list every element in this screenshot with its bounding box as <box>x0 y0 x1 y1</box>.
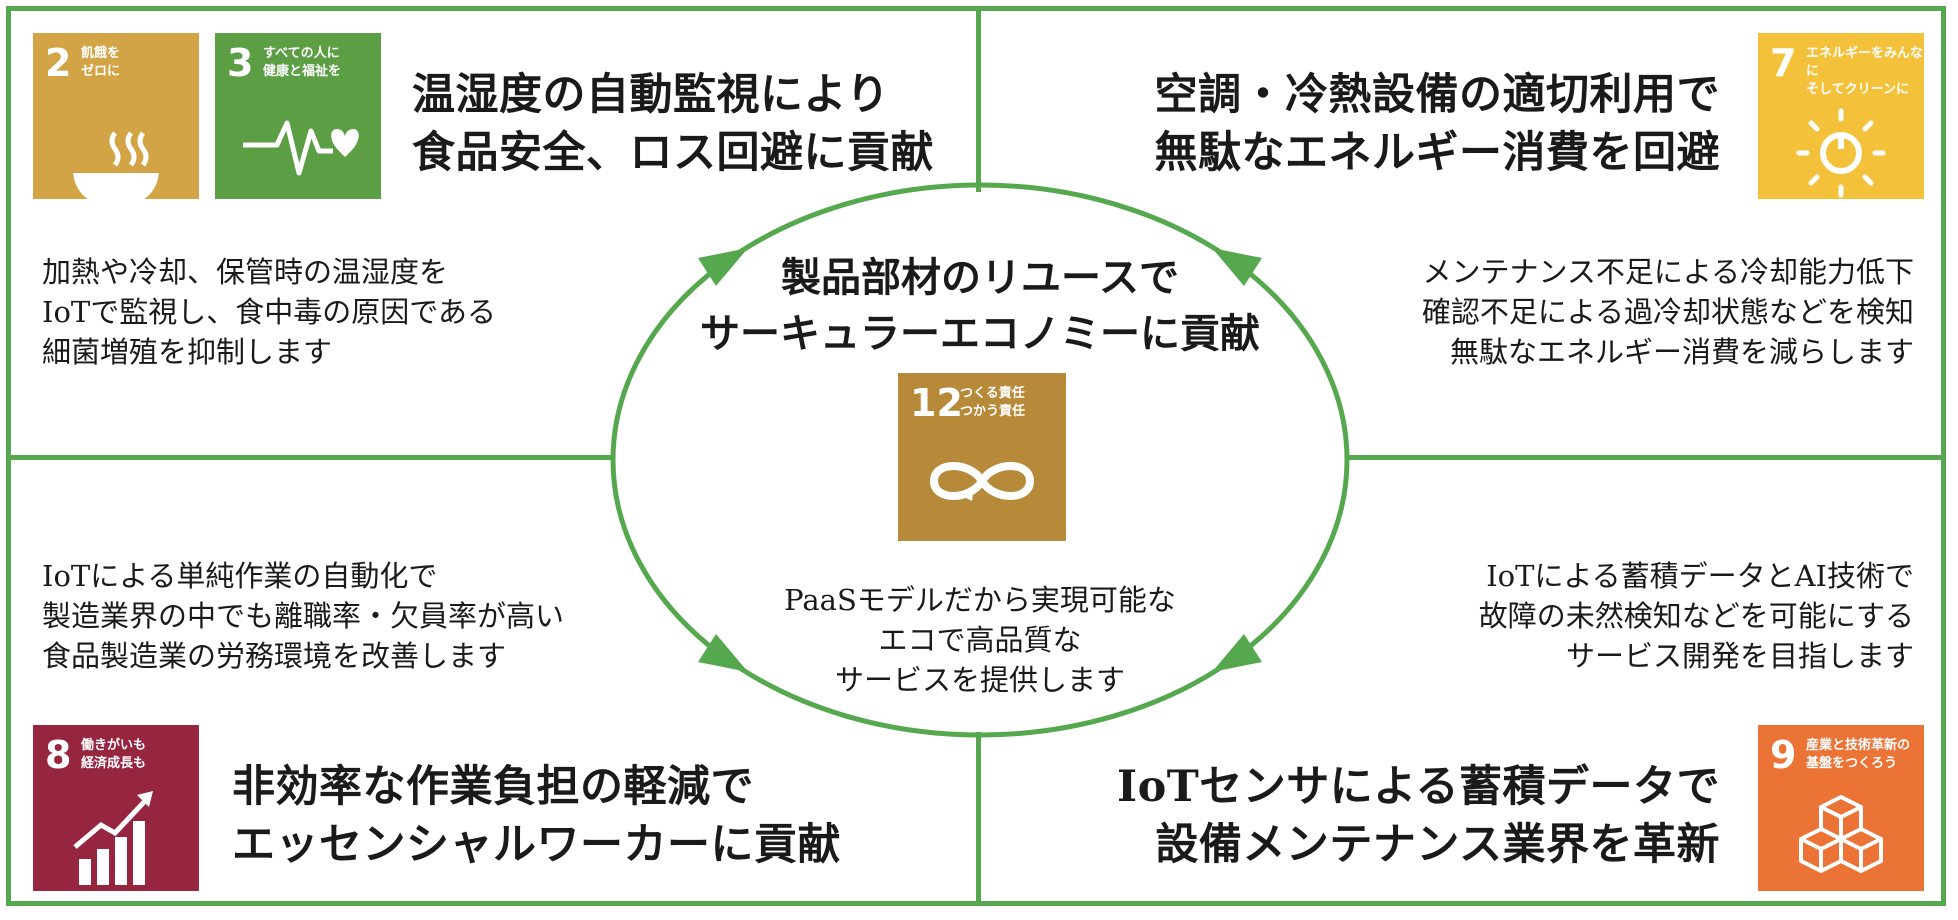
center-title-line: 製品部材のリユースで <box>781 254 1179 301</box>
body-energy: メンテナンス不足による冷却能力低下 確認不足による過冷却状態などを検知 無駄なエ… <box>1422 252 1914 372</box>
headline-line: 設備メンテナンス業界を革新 <box>1155 820 1720 870</box>
center-title: 製品部材のリユースで サーキュラーエコノミーに貢献 <box>660 250 1300 362</box>
divider-left-horizontal <box>8 455 613 460</box>
sdg-12-number: 12 <box>910 381 963 425</box>
headline-line: 非効率な作業負担の軽減で <box>232 762 754 812</box>
divider-bottom-vertical <box>976 732 981 906</box>
sdg-2-badge: 2 飢餓を ゼロに <box>33 33 199 199</box>
center-body-line: PaaSモデルだから実現可能な <box>784 583 1176 617</box>
body-line: 確認不足による過冷却状態などを検知 <box>1421 295 1914 329</box>
sdg-8-number: 8 <box>45 733 72 777</box>
headline-essential-workers: 非効率な作業負担の軽減で エッセンシャルワーカーに貢献 <box>232 758 841 874</box>
body-line: 製造業界の中でも離職率・欠員率が高い <box>42 599 565 633</box>
cycle-ring <box>610 182 1350 738</box>
sdg-7-badge: 7 エネルギーをみんなに そしてクリーンに <box>1758 33 1924 199</box>
sdg-9-number: 9 <box>1770 733 1797 777</box>
headline-food-safety: 温湿度の自動監視により 食品安全、ロス回避に貢献 <box>412 66 934 182</box>
bowl-icon <box>73 131 159 199</box>
headline-line: IoTセンサによる蓄積データで <box>1116 762 1720 812</box>
sdg-12-caption: つくる責任 つかう責任 <box>960 386 1026 419</box>
sdg-2-caption: 飢餓を ゼロに <box>81 46 121 79</box>
cubes-icon <box>1799 795 1883 873</box>
center-title-line: サーキュラーエコノミーに貢献 <box>700 310 1260 357</box>
sdg-7-number: 7 <box>1770 41 1797 85</box>
headline-line: エッセンシャルワーカーに貢献 <box>232 820 841 870</box>
body-food-safety: 加熱や冷却、保管時の温湿度を IoTで監視し、食中毒の原因である 細菌増殖を抑制… <box>42 252 496 372</box>
sdg-8-badge: 8 働きがいも 経済成長も <box>33 725 199 891</box>
center-body: PaaSモデルだから実現可能な エコで高品質な サービスを提供します <box>730 580 1230 700</box>
body-line: サービス開発を目指します <box>1565 639 1914 673</box>
sdg-12-badge: 12 つくる責任 つかう責任 <box>898 373 1066 541</box>
sdg-9-badge: 9 産業と技術革新の 基盤をつくろう <box>1758 725 1924 891</box>
body-line: 細菌増殖を抑制します <box>42 335 333 369</box>
sdg-7-caption: エネルギーをみんなに そしてクリーンに <box>1806 46 1924 97</box>
sdg-3-number: 3 <box>227 41 254 85</box>
sdg-3-caption: すべての人に 健康と福祉を <box>263 46 342 79</box>
headline-maintenance: IoTセンサによる蓄積データで 設備メンテナンス業界を革新 <box>1117 758 1720 874</box>
body-line: 故障の未然検知などを可能にする <box>1478 599 1914 633</box>
body-line: IoTで監視し、食中毒の原因である <box>42 295 496 329</box>
center-body-line: エコで高品質な <box>878 623 1082 657</box>
headline-line: 空調・冷熱設備の適切利用で <box>1154 70 1720 120</box>
divider-top-vertical <box>976 8 981 192</box>
infinity-arrow-icon <box>929 462 1035 501</box>
cycle-arrow-top-right <box>1212 248 1262 286</box>
body-essential-workers: IoTによる単純作業の自動化で 製造業界の中でも離職率・欠員率が高い 食品製造業… <box>42 556 564 676</box>
body-line: メンテナンス不足による冷却能力低下 <box>1422 255 1914 289</box>
sdg-2-number: 2 <box>45 41 72 85</box>
headline-energy: 空調・冷熱設備の適切利用で 無駄なエネルギー消費を回避 <box>1155 66 1721 182</box>
cycle-arrow-bottom-left <box>698 634 748 672</box>
cycle-arrow-bottom-right <box>1212 634 1262 672</box>
body-line: IoTによる蓄積データとAI技術で <box>1486 559 1914 593</box>
headline-line: 無駄なエネルギー消費を回避 <box>1154 128 1720 178</box>
center-body-line: サービスを提供します <box>834 663 1125 697</box>
body-maintenance: IoTによる蓄積データとAI技術で 故障の未然検知などを可能にする サービス開発… <box>1479 556 1914 676</box>
body-line: 食品製造業の労務環境を改善します <box>42 639 507 673</box>
sdg-9-caption: 産業と技術革新の 基盤をつくろう <box>1806 738 1911 771</box>
heartbeat-icon <box>243 120 359 176</box>
sun-power-icon <box>1796 108 1886 198</box>
growth-chart-icon <box>73 791 153 885</box>
body-line: 加熱や冷却、保管時の温湿度を <box>42 255 449 289</box>
body-line: 無駄なエネルギー消費を減らします <box>1449 335 1914 369</box>
sdg-8-caption: 働きがいも 経済成長も <box>81 738 147 771</box>
sdg-3-badge: 3 すべての人に 健康と福祉を <box>215 33 381 199</box>
body-line: IoTによる単純作業の自動化で <box>42 559 438 593</box>
cycle-arrow-top-left <box>698 248 748 286</box>
headline-line: 温湿度の自動監視により <box>412 70 890 120</box>
divider-right-horizontal <box>1348 455 1944 460</box>
headline-line: 食品安全、ロス回避に貢献 <box>412 128 934 178</box>
